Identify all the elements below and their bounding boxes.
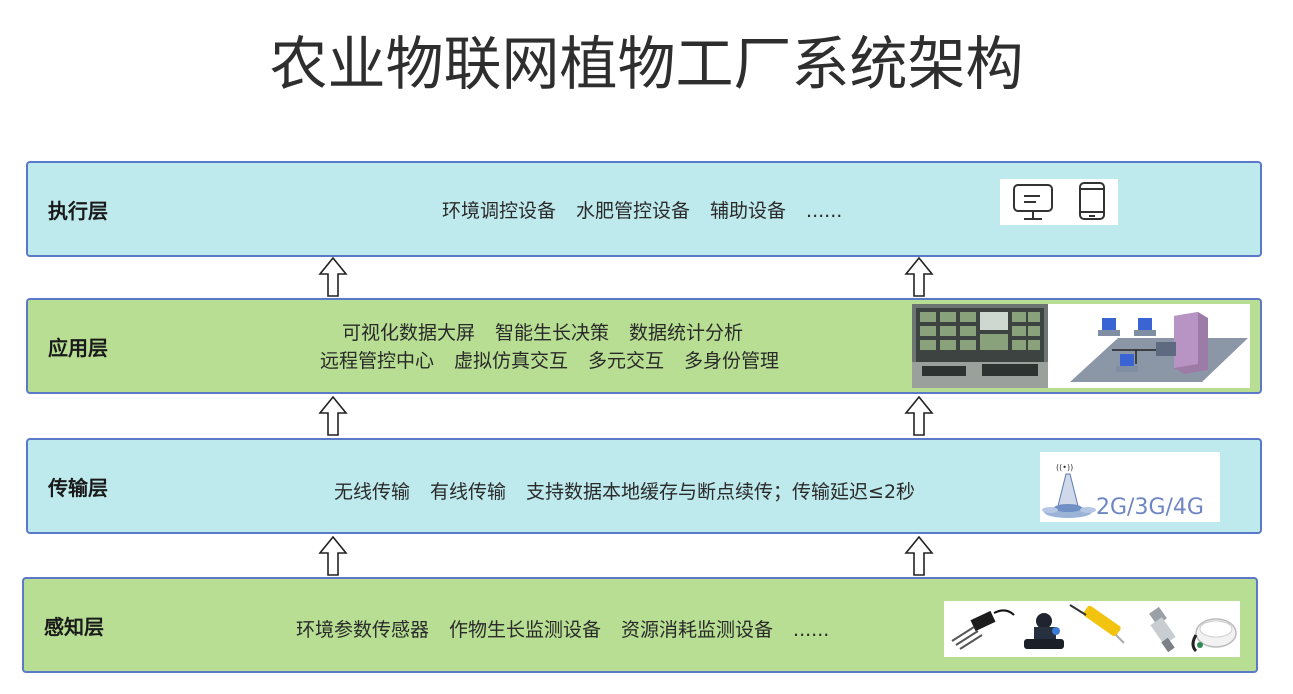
layer-execution-name: 执行层 — [48, 198, 108, 223]
monitor-icon — [1013, 184, 1053, 220]
layer-transmission: 传输层 无线传输有线传输支持数据本地缓存与断点续传；传输延迟≤2秒 ((•)) … — [26, 438, 1262, 534]
layer-application: 应用层 可视化数据大屏智能生长决策数据统计分析 远程管控中心虚拟仿真交互多元交互… — [26, 298, 1262, 394]
up-arrow-icon — [904, 256, 934, 297]
sense-images-box — [944, 601, 1240, 657]
exec-item: ...... — [806, 200, 843, 222]
valve-icon — [1024, 613, 1064, 649]
network-badge: 2G/3G/4G — [1096, 495, 1204, 520]
pressure-transmitter-icon — [1149, 606, 1176, 653]
layer-application-line2: 远程管控中心虚拟仿真交互多元交互多身份管理 — [320, 346, 799, 376]
svg-text:((•)): ((•)) — [1056, 463, 1073, 472]
sense-item: 资源消耗监测设备 — [621, 619, 774, 641]
video-wall-photo — [912, 304, 1048, 388]
trans-item: 支持数据本地缓存与断点续传；传输延迟≤2秒 — [526, 481, 916, 503]
up-arrow-icon — [318, 535, 348, 576]
exec-item: 水肥管控设备 — [576, 200, 691, 222]
app-item: 数据统计分析 — [629, 322, 744, 344]
exec-item: 环境调控设备 — [442, 200, 557, 222]
weather-sensor-icon — [1191, 618, 1237, 653]
app-item: 智能生长决策 — [495, 322, 610, 344]
layer-application-line1: 可视化数据大屏智能生长决策数据统计分析 — [342, 318, 763, 348]
app-item: 可视化数据大屏 — [342, 322, 476, 344]
up-arrow-icon — [904, 395, 934, 436]
tablet-icon — [1079, 182, 1105, 220]
layer-transmission-items: 无线传输有线传输支持数据本地缓存与断点续传；传输延迟≤2秒 — [334, 477, 935, 507]
app-item: 虚拟仿真交互 — [454, 350, 569, 372]
layer-perception-name: 感知层 — [44, 614, 104, 639]
trans-item: 有线传输 — [430, 481, 507, 503]
app-item: 多身份管理 — [684, 350, 780, 372]
network-diagram-icon — [1052, 304, 1250, 388]
exec-item: 辅助设备 — [710, 200, 787, 222]
trans-item: 无线传输 — [334, 481, 411, 503]
signal-tower-icon: ((•)) — [1042, 463, 1096, 518]
soil-probe-icon — [951, 609, 1015, 650]
up-arrow-icon — [904, 535, 934, 576]
sensor-probe-icon — [1069, 604, 1125, 644]
layer-execution: 执行层 环境调控设备水肥管控设备辅助设备...... — [26, 161, 1262, 257]
exec-icons-box — [1000, 179, 1118, 225]
diagram-title: 农业物联网植物工厂系统架构 — [269, 30, 1024, 98]
sense-item: 作物生长监测设备 — [449, 619, 602, 641]
layer-execution-items: 环境调控设备水肥管控设备辅助设备...... — [442, 196, 862, 226]
layer-application-name: 应用层 — [48, 335, 108, 360]
up-arrow-icon — [318, 395, 348, 436]
up-arrow-icon — [318, 256, 348, 297]
app-item: 多元交互 — [588, 350, 665, 372]
trans-image-box: ((•)) 2G/3G/4G — [1040, 452, 1220, 522]
sense-item: ...... — [793, 619, 830, 641]
app-images-box — [912, 304, 1250, 388]
sense-item: 环境参数传感器 — [296, 619, 430, 641]
layer-transmission-name: 传输层 — [48, 475, 108, 500]
layer-perception-items: 环境参数传感器作物生长监测设备资源消耗监测设备...... — [296, 615, 849, 645]
app-item: 远程管控中心 — [320, 350, 435, 372]
layer-perception: 感知层 环境参数传感器作物生长监测设备资源消耗监测设备...... — [22, 577, 1258, 673]
